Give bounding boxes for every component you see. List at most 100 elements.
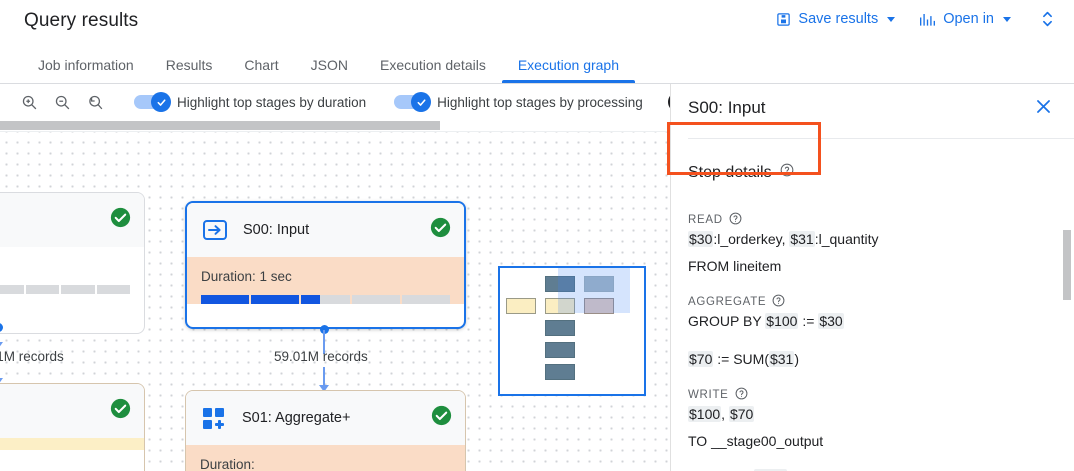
minimap-node [506, 298, 536, 314]
edge-label: 59.01M records [274, 349, 368, 364]
detail-label: WRITE [688, 387, 754, 403]
header-actions: Save results Open in [776, 9, 1060, 29]
tab-chart[interactable]: Chart [244, 57, 279, 73]
step-details-panel: S00: Input Step details [670, 84, 1074, 471]
detail-by-hash: BY HASH($100) [688, 469, 792, 471]
node-header: S00: Input [187, 203, 464, 257]
read-label: READ [688, 214, 723, 226]
duration-bar [201, 295, 451, 304]
detail-from: FROM lineitem [688, 258, 781, 274]
detail-label: AGGREGATE [688, 294, 844, 310]
detail-sum: $70 := SUM($31) [688, 351, 799, 367]
panel-title: S00: Input [688, 98, 766, 117]
panel-header: S00: Input [671, 84, 1074, 132]
close-icon[interactable] [1034, 97, 1053, 121]
duration-bar [0, 285, 131, 294]
detail-value: BY HASH($100) [688, 469, 792, 471]
step-details-label: Step details [688, 163, 772, 181]
minimap-node [545, 320, 575, 336]
help-circle-icon[interactable] [772, 294, 785, 310]
page-title: Query results [24, 10, 139, 31]
minimap-node [545, 364, 575, 380]
node-body [0, 438, 144, 450]
detail-value: $30:l_orderkey, $31:l_quantity [688, 231, 879, 247]
chevron-down-icon [1003, 16, 1011, 22]
node-title: S01: Aggregate+ [242, 410, 351, 426]
toggle-highlight-by-duration[interactable]: Highlight top stages by duration [134, 92, 366, 112]
zoom-out-icon[interactable] [51, 91, 73, 113]
node-header [0, 193, 144, 247]
step-details-heading: Step details [688, 163, 794, 182]
node-duration-label: Duration: [200, 457, 255, 471]
graph-node-s01-aggregate[interactable]: S01: Aggregate+ Duration: [185, 390, 466, 471]
horizontal-scrollbar[interactable] [0, 120, 678, 131]
detail-label: READ [688, 212, 879, 228]
toggle-switch-on[interactable] [134, 92, 171, 112]
detail-value: $70 := SUM($31) [688, 351, 800, 367]
tab-json[interactable]: JSON [310, 57, 348, 73]
minimap-node [545, 342, 575, 358]
tab-results[interactable]: Results [165, 57, 213, 73]
help-circle-icon[interactable] [780, 163, 794, 182]
edge-line [323, 330, 325, 354]
check-icon [157, 98, 165, 106]
input-arrow-icon [201, 216, 229, 244]
save-disk-icon [776, 12, 791, 27]
canvas-top-rule [0, 131, 678, 132]
write-label: WRITE [688, 389, 729, 401]
detail-read: READ $30:l_orderkey, $31:l_quantity [688, 212, 879, 247]
detail-value: GROUP BY $100 := $30 [688, 313, 844, 329]
execution-graph-canvas[interactable]: 59.01M records S00: Input [0, 120, 678, 471]
minimap-node [584, 298, 614, 314]
tab-bar: Job information Results Chart JSON Execu… [0, 47, 1074, 84]
status-success-icon [431, 405, 452, 431]
help-circle-icon[interactable] [729, 212, 742, 228]
graph-minimap[interactable] [498, 266, 646, 396]
minimap-node [545, 276, 575, 292]
status-success-icon [110, 398, 131, 424]
edge-arrow-icon [0, 378, 3, 385]
tab-job-information[interactable]: Job information [38, 57, 134, 73]
status-success-icon [110, 207, 131, 233]
detail-aggregate: AGGREGATE GROUP BY $100 := $30 [688, 294, 844, 329]
node-anchor-dot [320, 325, 329, 334]
tab-execution-details[interactable]: Execution details [379, 57, 486, 73]
bar-chart-icon [919, 12, 936, 27]
graph-node-s00-input[interactable]: S00: Input Duration: 1 sec [185, 201, 466, 329]
zoom-reset-icon[interactable] [84, 91, 106, 113]
edge-arrow-icon [319, 385, 329, 392]
edge-label: 59.01M records [0, 349, 64, 364]
save-results-button[interactable]: Save results [776, 11, 896, 27]
open-in-button[interactable]: Open in [919, 11, 1011, 27]
help-circle-icon[interactable] [735, 387, 748, 403]
page-header: Query results Save results [0, 0, 1074, 47]
node-title: S00: Input [243, 222, 310, 238]
detail-write: WRITE $100, $70 [688, 387, 755, 422]
node-anchor-dot [0, 323, 3, 332]
detail-value: $100, $70 [688, 406, 755, 422]
toggle-highlight-by-processing[interactable]: Highlight top stages by processing [394, 92, 643, 112]
open-in-label: Open in [943, 11, 994, 27]
aggregate-grid-icon [200, 404, 228, 432]
edge-arrow-icon [0, 342, 3, 349]
minimap-viewport[interactable] [558, 268, 630, 313]
edge-line [323, 367, 325, 387]
node-body: Duration: [186, 445, 465, 471]
tab-execution-graph[interactable]: Execution graph [501, 47, 636, 83]
chevron-down-icon [887, 16, 896, 22]
horizontal-scrollbar-thumb[interactable] [0, 121, 440, 130]
minimap-node [545, 298, 575, 314]
toggle-label-processing: Highlight top stages by processing [437, 94, 643, 110]
node-duration-label: Duration: 1 sec [201, 269, 292, 284]
detail-value: FROM lineitem [688, 258, 782, 274]
zoom-in-icon[interactable] [18, 91, 40, 113]
expand-collapse-button[interactable] [1035, 9, 1060, 29]
panel-vertical-scrollbar-thumb[interactable] [1063, 230, 1071, 300]
status-success-icon [430, 217, 451, 243]
node-header: S01: Aggregate+ [186, 391, 465, 445]
graph-node-partial-bottom[interactable] [0, 383, 145, 471]
graph-node-partial-top[interactable] [0, 192, 145, 334]
save-results-label: Save results [798, 11, 879, 27]
toggle-switch-on[interactable] [394, 92, 432, 112]
node-header [0, 384, 144, 438]
